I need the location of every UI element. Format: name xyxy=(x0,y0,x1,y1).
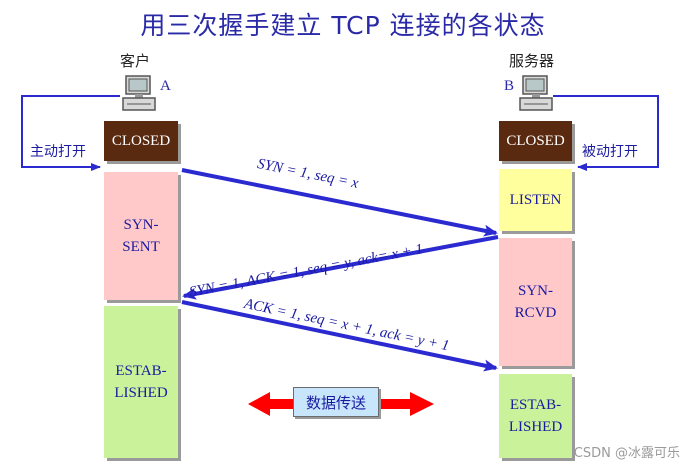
server-open-label: 被动打开 xyxy=(582,144,638,160)
server-open-line xyxy=(553,95,659,171)
server-computer-icon xyxy=(519,75,553,111)
client-state-established: ESTAB- LISHED xyxy=(104,306,178,458)
server-label: 服务器 xyxy=(509,52,555,70)
syn-ack-arrow xyxy=(182,235,499,300)
server-state-syn-rcvd: SYN- RCVD xyxy=(499,238,572,366)
client-state-syn-sent: SYN- SENT xyxy=(104,172,178,300)
data-transfer-box: 数据传送 xyxy=(293,387,379,417)
client-state-closed: CLOSED xyxy=(104,121,178,161)
client-computer-icon xyxy=(122,75,156,111)
watermark: CSDN @冰露可乐 xyxy=(573,446,680,461)
ack-arrow xyxy=(181,300,498,372)
syn-arrow xyxy=(181,168,498,237)
server-letter: B xyxy=(504,78,515,94)
client-open-label: 主动打开 xyxy=(30,144,86,160)
client-open-line xyxy=(21,95,120,171)
server-state-closed: CLOSED xyxy=(499,121,572,161)
server-state-established: ESTAB- LISHED xyxy=(499,374,572,458)
diagram-title: 用三次握手建立 TCP 连接的各状态 xyxy=(140,11,546,40)
server-state-listen: LISTEN xyxy=(499,169,572,231)
client-letter: A xyxy=(160,78,171,94)
client-label: 客户 xyxy=(120,52,151,70)
